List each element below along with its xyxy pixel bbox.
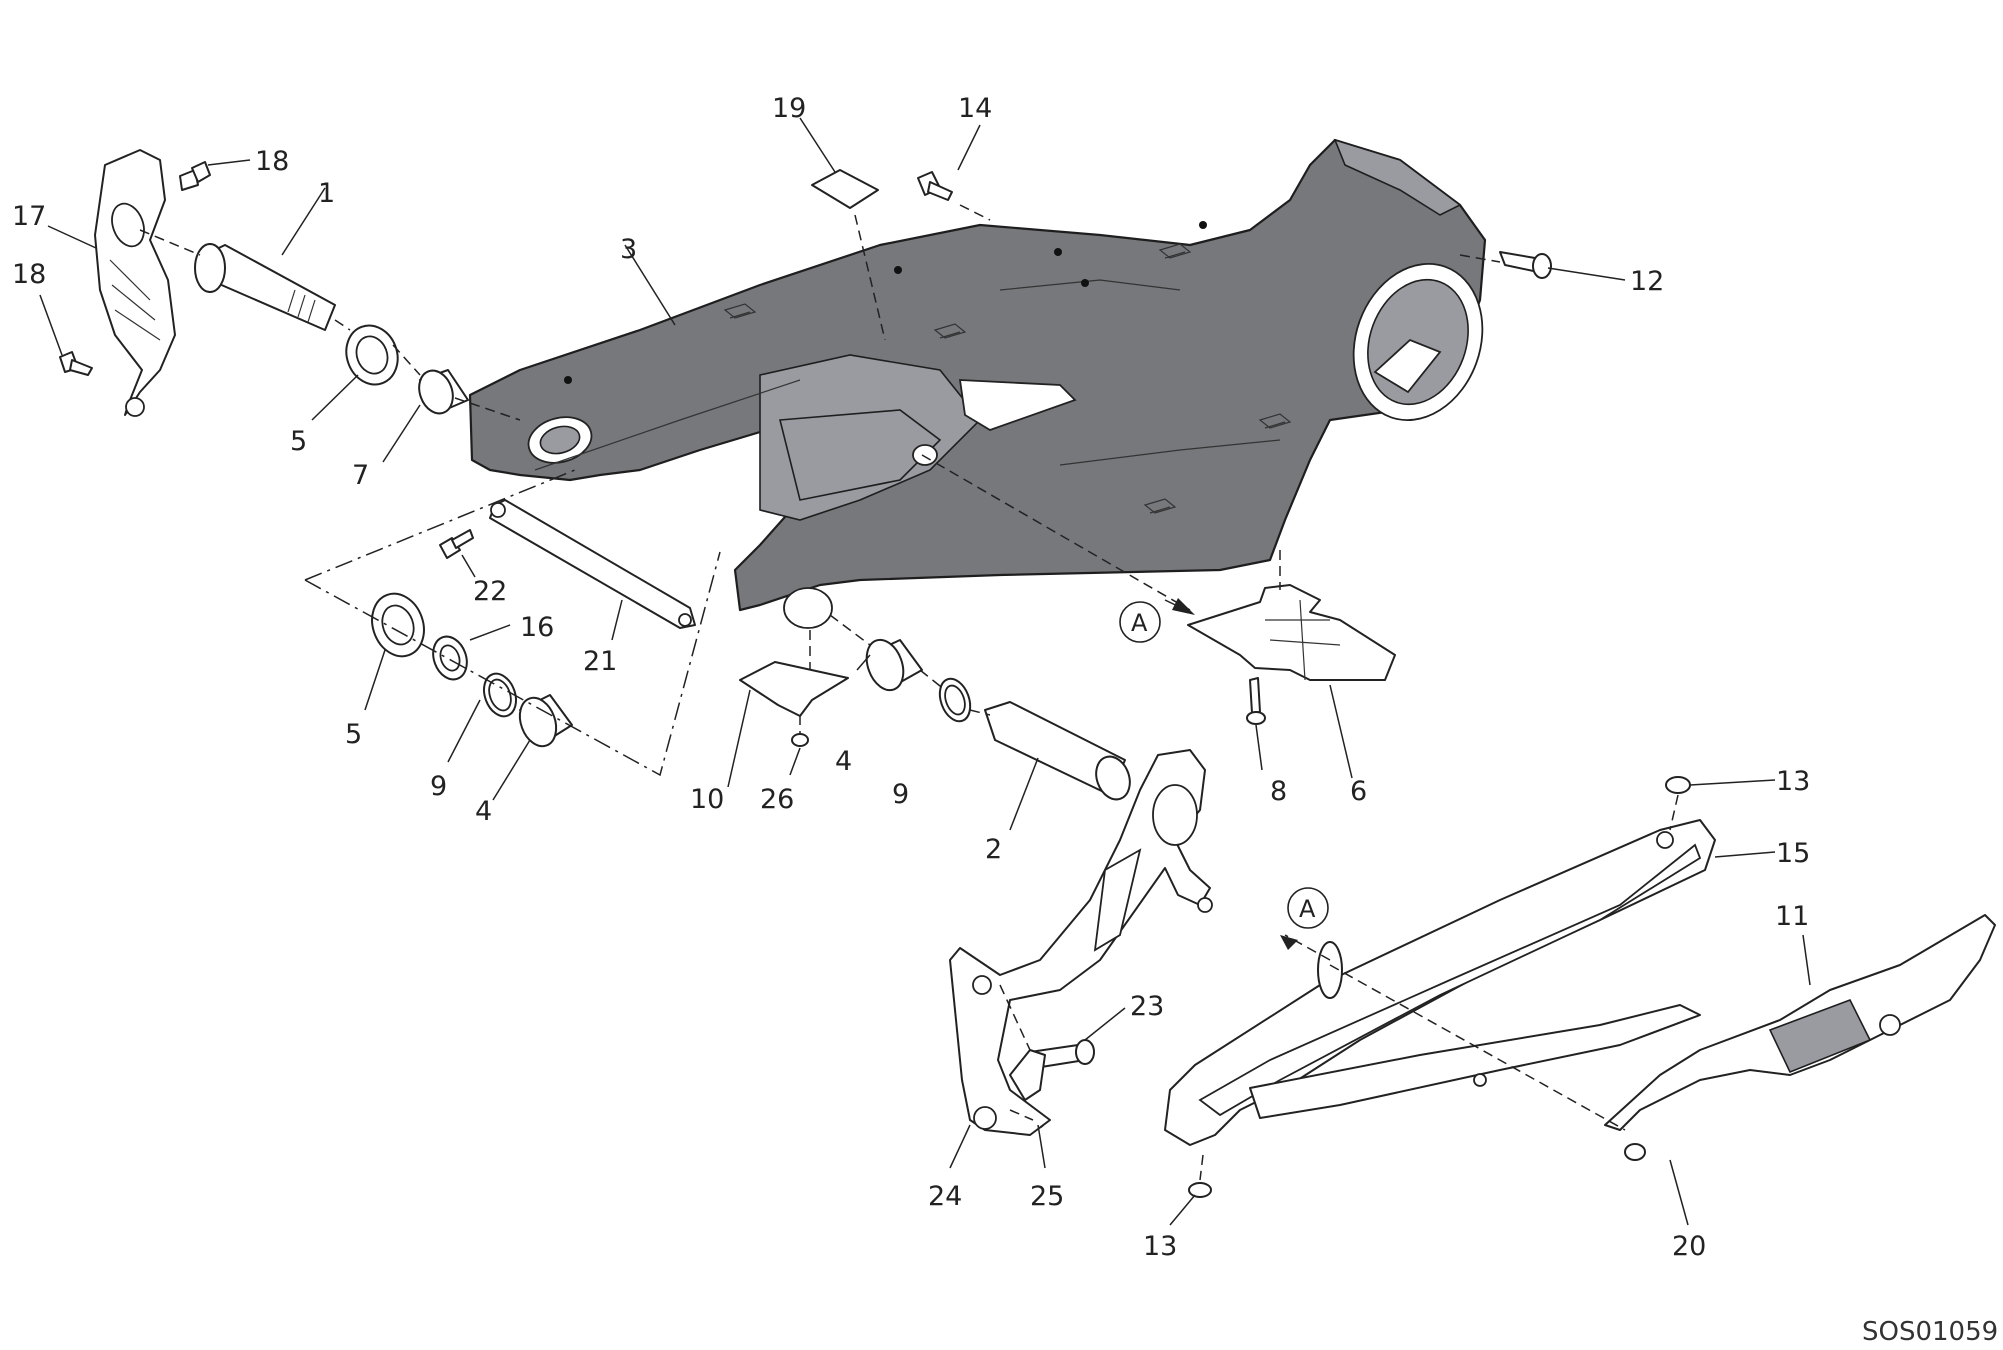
pin-right-part[interactable] — [984, 701, 1136, 804]
svg-text:A: A — [1299, 895, 1316, 923]
swingarm-part[interactable] — [468, 138, 1504, 629]
screw-8[interactable] — [1246, 677, 1266, 725]
reference-arrows — [1164, 598, 1298, 950]
callout-25: 25 — [1030, 1181, 1064, 1212]
needle-bearing-right-part[interactable] — [860, 635, 923, 695]
washer-right-part[interactable] — [934, 675, 975, 726]
pin-part[interactable] — [194, 243, 336, 331]
screw-13-bottom[interactable] — [1188, 1182, 1212, 1198]
callout-4a: 4 — [835, 746, 852, 777]
callout-5a: 5 — [290, 426, 307, 457]
bolt-14[interactable] — [917, 171, 953, 201]
seal-part[interactable] — [338, 318, 406, 391]
callout-5b: 5 — [345, 719, 362, 750]
callout-15: 15 — [1776, 838, 1810, 869]
screw-26[interactable] — [791, 733, 809, 747]
callout-19: 19 — [772, 93, 806, 124]
sticker-part[interactable] — [811, 169, 879, 209]
callout-22: 22 — [473, 576, 507, 607]
reference-marker-a2: A — [1287, 887, 1329, 929]
footrest-bracket-part[interactable] — [949, 749, 1213, 1136]
chain-cover-part[interactable] — [1604, 914, 1996, 1131]
screw-13-top[interactable] — [1665, 776, 1691, 794]
callout-4b: 4 — [475, 796, 492, 827]
callout-2: 2 — [985, 834, 1002, 865]
callout-13b: 13 — [1143, 1231, 1177, 1262]
callout-17: 17 — [12, 201, 46, 232]
drawing-code: SOS01059 — [1862, 1317, 1998, 1347]
spacer-part[interactable] — [413, 366, 469, 418]
callout-6: 6 — [1350, 776, 1367, 807]
bolt-18-top[interactable] — [179, 161, 211, 191]
ring-part[interactable] — [427, 632, 472, 684]
bolt-12[interactable] — [1499, 251, 1552, 279]
screw-20[interactable] — [1624, 1143, 1646, 1161]
callout-18a: 18 — [255, 146, 289, 177]
reference-marker-a1: A — [1119, 601, 1161, 643]
callout-18b: 18 — [12, 259, 46, 290]
callout-12: 12 — [1630, 266, 1664, 297]
needle-bearing-part[interactable] — [513, 693, 573, 752]
callout-24: 24 — [928, 1181, 962, 1212]
chain-guard-part[interactable] — [1164, 819, 1716, 1146]
leader-lines — [39, 117, 1811, 1226]
bolt-18-bottom[interactable] — [59, 351, 93, 376]
plate-part[interactable] — [739, 661, 849, 717]
guard-part[interactable] — [1187, 584, 1396, 681]
bolt-22[interactable] — [439, 529, 474, 559]
callout-14: 14 — [958, 93, 992, 124]
callout-1: 1 — [318, 178, 335, 209]
callout-labels: 1 2 3 4 4 5 5 6 7 8 9 9 10 11 12 13 13 1… — [12, 93, 1810, 1262]
callout-7: 7 — [352, 460, 369, 491]
callout-3: 3 — [620, 234, 637, 265]
callout-10: 10 — [690, 784, 724, 815]
callout-9a: 9 — [430, 771, 447, 802]
callout-11: 11 — [1775, 901, 1809, 932]
washer-part[interactable] — [478, 669, 521, 721]
callout-9b: 9 — [892, 779, 909, 810]
linkage-rod-part[interactable] — [489, 499, 696, 629]
callout-23: 23 — [1130, 991, 1164, 1022]
callout-21: 21 — [583, 646, 617, 677]
callout-8: 8 — [1270, 776, 1287, 807]
svg-text:A: A — [1131, 609, 1148, 637]
seal-lower-part[interactable] — [364, 586, 433, 663]
bracket-part[interactable] — [94, 149, 176, 417]
callout-16: 16 — [520, 612, 554, 643]
callout-20: 20 — [1672, 1231, 1706, 1262]
explosion-lines — [139, 204, 1679, 1181]
callout-13a: 13 — [1776, 766, 1810, 797]
callout-26: 26 — [760, 784, 794, 815]
